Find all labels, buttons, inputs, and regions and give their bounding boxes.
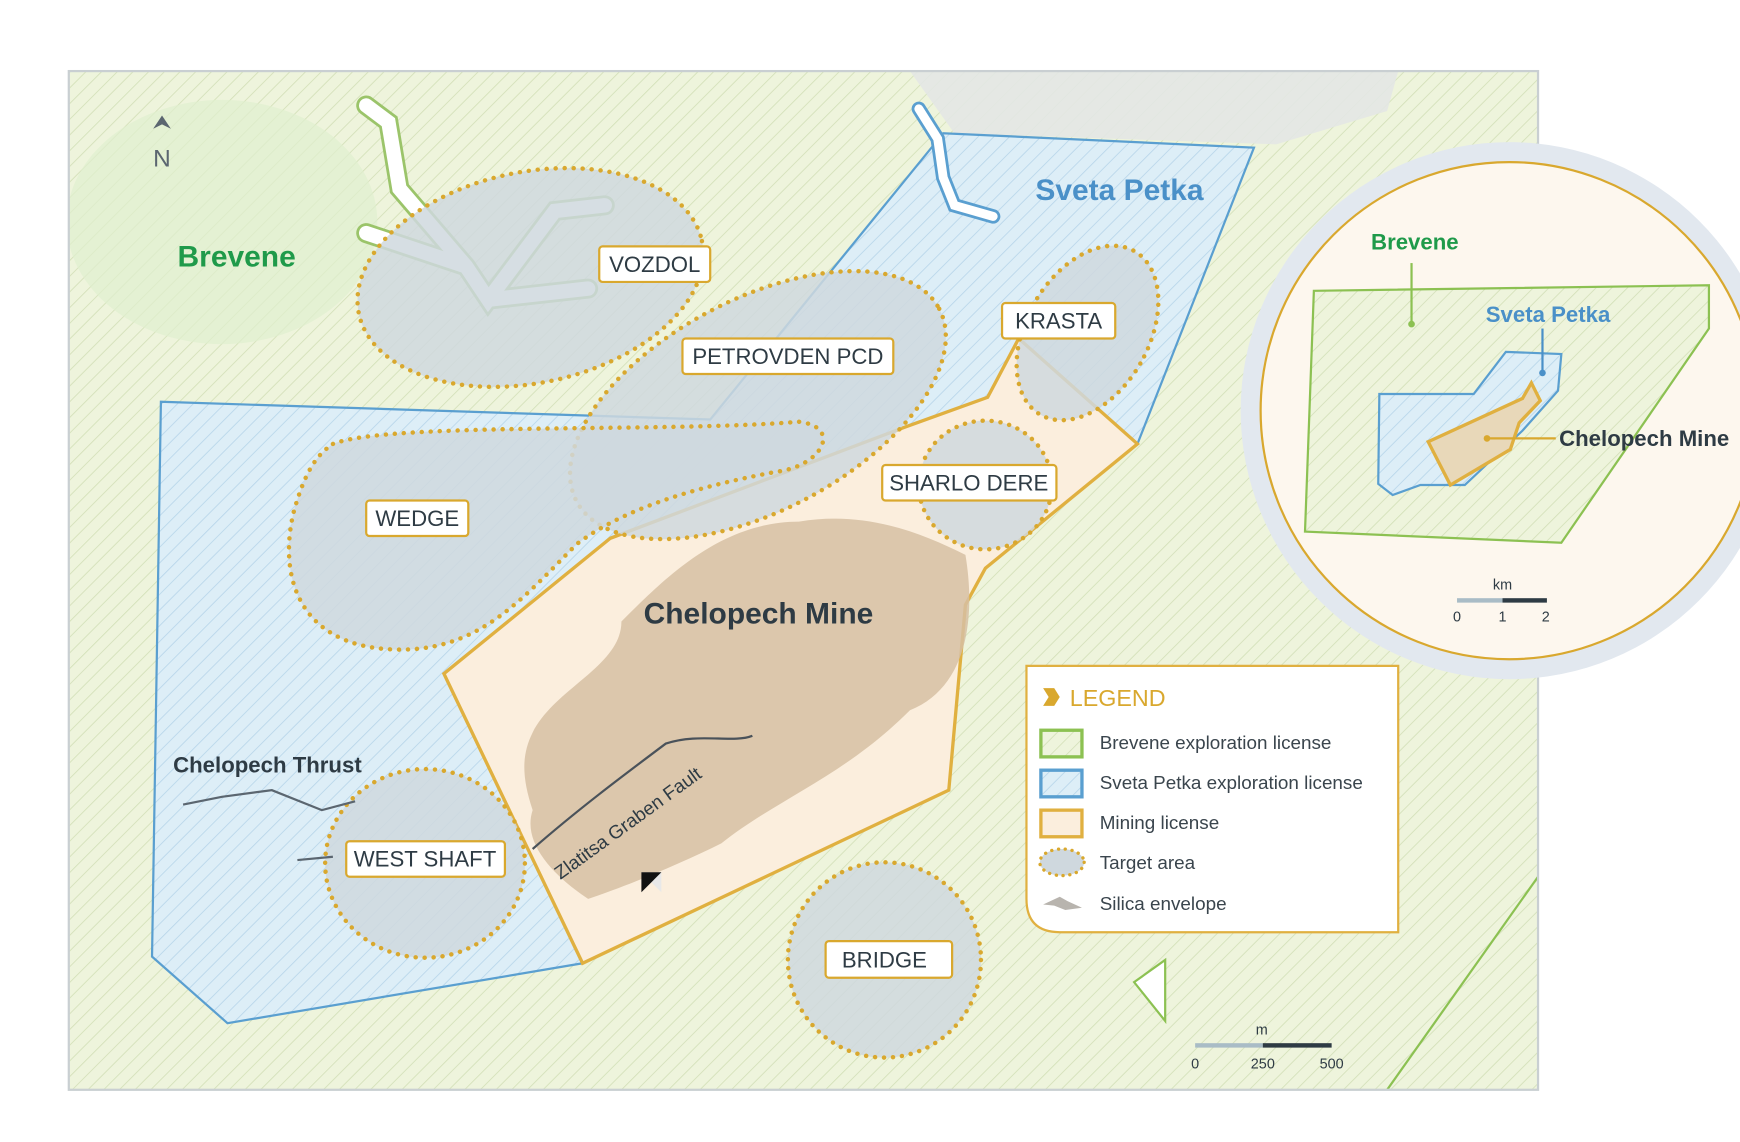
chelopech-mine-label: Chelopech Mine [644, 598, 874, 631]
brevene-village [68, 99, 378, 345]
shaft-icon [641, 872, 662, 893]
target-label-petrovden-pcd: PETROVDEN PCD [692, 344, 883, 369]
scale-tick-250: 250 [1251, 1057, 1275, 1073]
legend-label-brevene: Brevene exploration license [1100, 732, 1332, 753]
north-arrow-icon [153, 115, 171, 129]
inset-scale-unit: km [1493, 577, 1512, 593]
grey-terrain [909, 71, 1399, 145]
target-label-west-shaft: WEST SHAFT [354, 847, 497, 872]
legend-title: LEGEND [1070, 685, 1166, 711]
thrust-line-segment [297, 855, 334, 862]
sveta-petka-label: Sveta Petka [1035, 174, 1204, 207]
silica-envelope [524, 518, 970, 899]
scale-tick-0: 0 [1191, 1057, 1199, 1073]
inset-sveta-petka-label: Sveta Petka [1486, 302, 1611, 327]
north-label: N [153, 146, 171, 173]
inset-mining-area [1425, 379, 1543, 488]
inset-scale-tick-2: 2 [1542, 609, 1550, 625]
target-vozdol[interactable] [337, 138, 724, 417]
legend-label-target: Target area [1100, 852, 1196, 873]
legend-label-sveta-petka: Sveta Petka exploration license [1100, 772, 1363, 793]
legend: LEGEND Brevene exploration license Sveta… [1025, 664, 1400, 934]
scale-tick-500: 500 [1320, 1057, 1344, 1073]
location-inset: Brevene Sveta Petka Chelopech Mine km 0 … [1240, 142, 1740, 680]
scale-unit: m [1256, 1022, 1268, 1038]
inset-chelopech-mine-label: Chelopech Mine [1559, 426, 1729, 451]
brevene-boundary-corner [1132, 957, 1167, 1025]
sveta-petka-river [914, 104, 998, 221]
inset-scale-tick-0: 0 [1453, 609, 1461, 625]
target-wedge[interactable] [286, 419, 826, 652]
target-label-vozdol: VOZDOL [609, 252, 700, 277]
target-label-bridge: BRIDGE [842, 948, 927, 973]
target-label-krasta: KRASTA [1015, 309, 1102, 334]
legend-chevron-icon [1043, 688, 1060, 706]
legend-swatch-brevene [1039, 728, 1084, 759]
inset-scale-tick-1: 1 [1499, 609, 1507, 625]
legend-label-silica: Silica envelope [1100, 893, 1227, 914]
target-label-sharlo-dere: SHARLO DERE [889, 471, 1048, 496]
inset-brevene-label: Brevene [1371, 230, 1459, 255]
legend-swatch-silica [1043, 896, 1082, 911]
target-label-wedge: WEDGE [375, 506, 459, 531]
brevene-boundary [1386, 876, 1539, 1090]
legend-label-mining: Mining license [1100, 812, 1220, 833]
legend-swatch-sveta-petka [1039, 768, 1084, 799]
scale-bar: m 0 250 500 [1191, 1022, 1344, 1072]
chelopech-thrust-label: Chelopech Thrust [173, 752, 362, 777]
brevene-label: Brevene [178, 240, 296, 273]
legend-swatch-target [1038, 847, 1086, 878]
legend-swatch-mining [1039, 808, 1084, 839]
chelopech-thrust-line [182, 789, 356, 812]
zlatitsa-graben-fault-line [531, 734, 753, 850]
